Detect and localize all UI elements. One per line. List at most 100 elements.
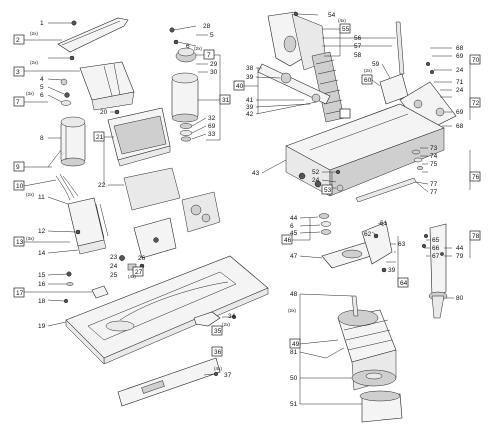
washer-73 <box>411 149 421 155</box>
callout-28: 28 <box>203 23 211 30</box>
callout-23: 23 <box>110 254 118 261</box>
qty-4x-a: (4x) <box>128 274 136 279</box>
power-cable <box>55 173 79 201</box>
qty-2x-a: (2x) <box>30 31 38 36</box>
callout-22: 22 <box>98 182 106 189</box>
callout-66: 66 <box>432 245 440 252</box>
callout-3: 3 <box>16 69 20 76</box>
disc-6 <box>60 100 72 106</box>
qty-2x-c: (2x) <box>26 192 34 197</box>
callout-5b: 5 <box>210 32 214 39</box>
washer-75 <box>416 166 424 170</box>
lever-arm <box>257 63 331 105</box>
callout-24r: 24 <box>456 67 464 74</box>
callout-4: 4 <box>40 76 44 83</box>
qty-2x-e: (2x) <box>222 322 230 327</box>
bracket-63 <box>361 221 393 265</box>
callout-70: 70 <box>472 57 480 64</box>
callout-76: 76 <box>472 174 480 181</box>
bellows <box>311 51 345 123</box>
main-frame <box>285 103 445 197</box>
callout-14: 14 <box>38 250 46 257</box>
handle-housing <box>67 197 109 255</box>
base-plate <box>65 255 269 365</box>
switch-module <box>133 191 221 259</box>
callout-73: 73 <box>430 145 438 152</box>
callout-40: 40 <box>236 83 244 90</box>
callout-52: 52 <box>312 169 320 176</box>
qty-4x-b: (4x) <box>214 366 222 371</box>
callout-8: 8 <box>40 135 44 142</box>
callout-5: 5 <box>40 84 44 91</box>
washer-16 <box>66 282 74 286</box>
screw-28 <box>169 27 175 33</box>
callout-29: 29 <box>210 61 218 68</box>
chip-deflector <box>79 61 135 111</box>
callout-61: 61 <box>380 220 388 227</box>
callout-80: 80 <box>456 295 464 302</box>
callout-12: 12 <box>38 228 46 235</box>
callout-44r: 44 <box>456 245 464 252</box>
washer-74 <box>413 157 423 163</box>
qty-3x-b: (3x) <box>26 236 34 241</box>
cooling-fan <box>351 369 397 387</box>
callout-30: 30 <box>210 69 218 76</box>
callout-16: 16 <box>38 281 46 288</box>
qty-2x-b: (2x) <box>30 60 38 65</box>
callout-58: 58 <box>354 52 362 59</box>
qty-4x-c: (4x) <box>338 18 346 23</box>
nut-5 <box>64 92 70 98</box>
callout-47: 47 <box>290 253 298 260</box>
callout-68r: 68 <box>456 123 464 130</box>
callout-9: 9 <box>16 164 20 171</box>
callout-71: 71 <box>456 79 464 86</box>
spring-clip <box>193 311 221 327</box>
callout-39b: 39 <box>246 104 254 111</box>
screw-34 <box>231 314 237 320</box>
callout-38: 38 <box>246 65 254 72</box>
guard-strip <box>57 17 129 53</box>
knob-53 <box>336 184 344 192</box>
callout-24: 24 <box>110 263 118 270</box>
callout-79: 79 <box>456 253 464 260</box>
callout-39: 39 <box>246 74 254 81</box>
tab-slot <box>141 380 165 394</box>
callout-64: 64 <box>400 280 408 287</box>
callout-59: 59 <box>372 61 380 68</box>
screw-12 <box>75 229 81 235</box>
callout-60: 60 <box>364 77 372 84</box>
clamp-17 <box>91 285 109 299</box>
washer-33 <box>180 136 192 142</box>
callout-18: 18 <box>38 298 46 305</box>
screw-37 <box>213 371 219 377</box>
callout-74: 74 <box>430 153 438 160</box>
callout-31: 31 <box>222 97 230 104</box>
pin-79 <box>440 252 444 256</box>
callout-75: 75 <box>430 161 438 168</box>
pad-22 <box>123 167 181 211</box>
callout-7b: 7 <box>207 52 211 59</box>
qty-2x-f: (2x) <box>288 308 296 313</box>
screw-20 <box>114 109 120 115</box>
callout-69b: 69 <box>208 123 216 130</box>
callout-65: 65 <box>432 237 440 244</box>
drive-motor <box>171 72 199 123</box>
callout-62: 62 <box>364 231 372 238</box>
callout-10: 10 <box>16 183 24 190</box>
callout-20: 20 <box>100 109 108 116</box>
callout-81: 81 <box>290 349 298 356</box>
nut-6 <box>173 39 179 45</box>
qty-3x-a: (3x) <box>26 91 34 96</box>
callout-41: 41 <box>246 97 254 104</box>
callout-55: 55 <box>342 26 350 33</box>
callout-44: 44 <box>290 215 298 222</box>
callout-69: 69 <box>456 53 464 60</box>
callout-numbers: 1 2 (2x) (2x) 3 4 5 6 (3x) 7 8 9 10 11 (… <box>16 12 480 408</box>
callout-57: 57 <box>354 43 362 50</box>
callout-77: 77 <box>430 181 438 188</box>
callout-35: 35 <box>214 328 222 335</box>
callout-26: 26 <box>138 255 146 262</box>
callout-17: 17 <box>16 290 24 297</box>
callout-11: 11 <box>38 194 45 201</box>
